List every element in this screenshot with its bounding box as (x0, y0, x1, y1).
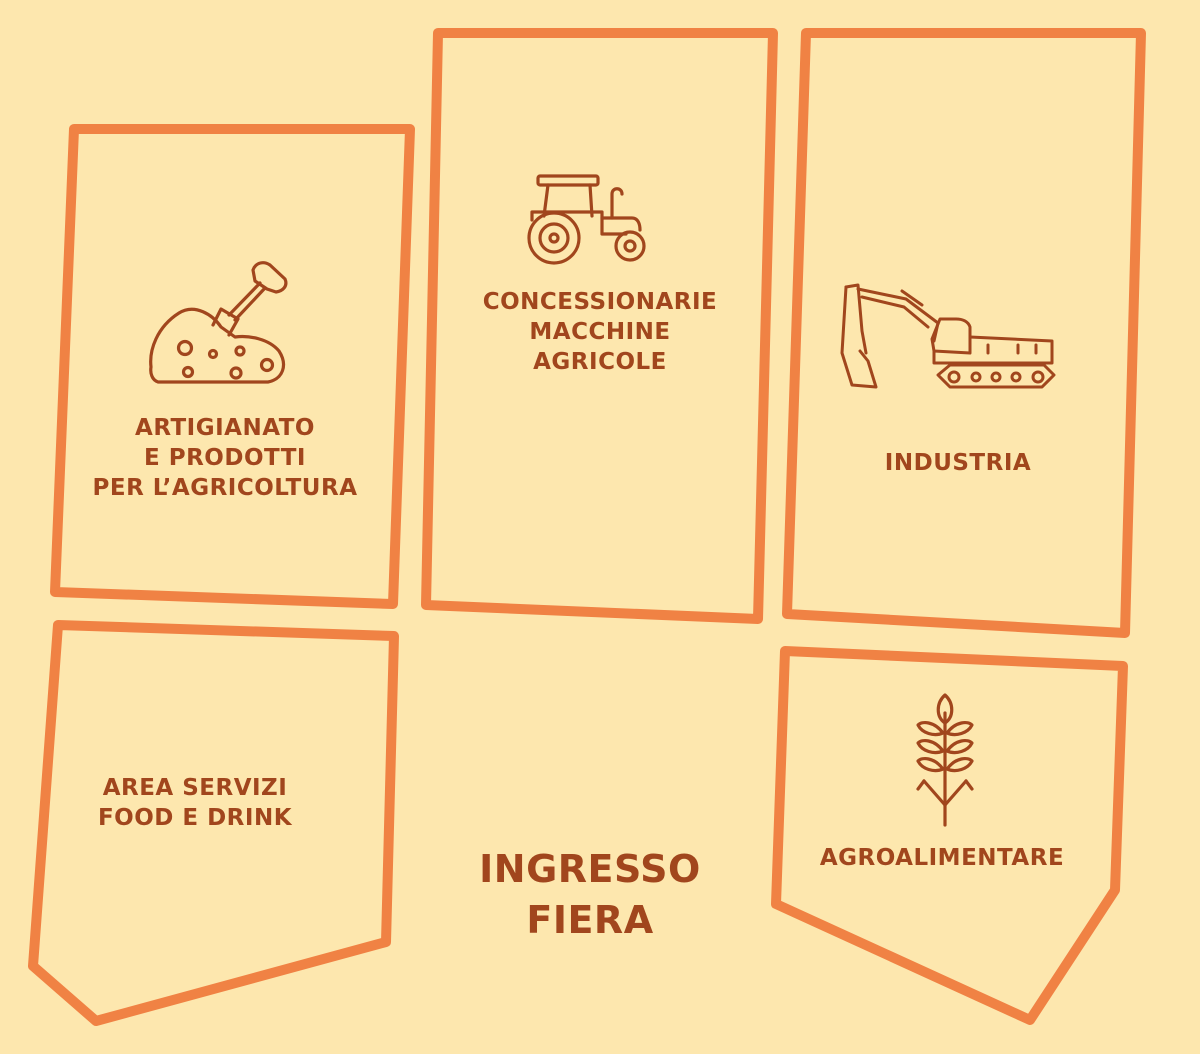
label-concessionarie: CONCESSIONARIE MACCHINE AGRICOLE (430, 288, 770, 378)
label-line: AGRICOLE (533, 348, 667, 375)
label-line: INDUSTRIA (884, 450, 1032, 476)
zone-concessionarie[interactable] (421, 28, 778, 624)
label-ingresso-fiera: INGRESSO FIERA (430, 844, 750, 947)
label-line: INGRESSO (479, 847, 701, 891)
label-line: FIERA (526, 898, 654, 943)
label-artigianato: ARTIGIANATO E PRODOTTI PER L’AGRICOLTURA (55, 414, 395, 504)
label-line: E PRODOTTI (144, 444, 306, 471)
label-agroalimentare: AGROALIMENTARE (772, 844, 1112, 874)
tractor-icon (527, 174, 646, 265)
zone-agroalimentare[interactable] (771, 646, 1128, 1025)
label-line: ARTIGIANATO (135, 415, 315, 441)
label-line: MACCHINE (529, 318, 671, 345)
zone-industria[interactable] (782, 28, 1146, 638)
label-industria: INDUSTRIA (788, 449, 1128, 479)
label-line: CONCESSIONARIE (482, 289, 718, 315)
label-line: AGROALIMENTARE (819, 845, 1065, 871)
zone-artigianato[interactable] (50, 124, 415, 609)
label-line: AREA SERVIZI (102, 775, 288, 801)
zone-area-servizi[interactable] (28, 620, 399, 1026)
wheat-icon (916, 693, 974, 827)
shovel-in-soil-icon (149, 261, 288, 384)
excavator-icon (840, 283, 1056, 389)
label-line: FOOD E DRINK (97, 804, 293, 831)
label-line: PER L’AGRICOLTURA (92, 474, 358, 501)
label-area-servizi: AREA SERVIZI FOOD E DRINK (25, 774, 365, 834)
